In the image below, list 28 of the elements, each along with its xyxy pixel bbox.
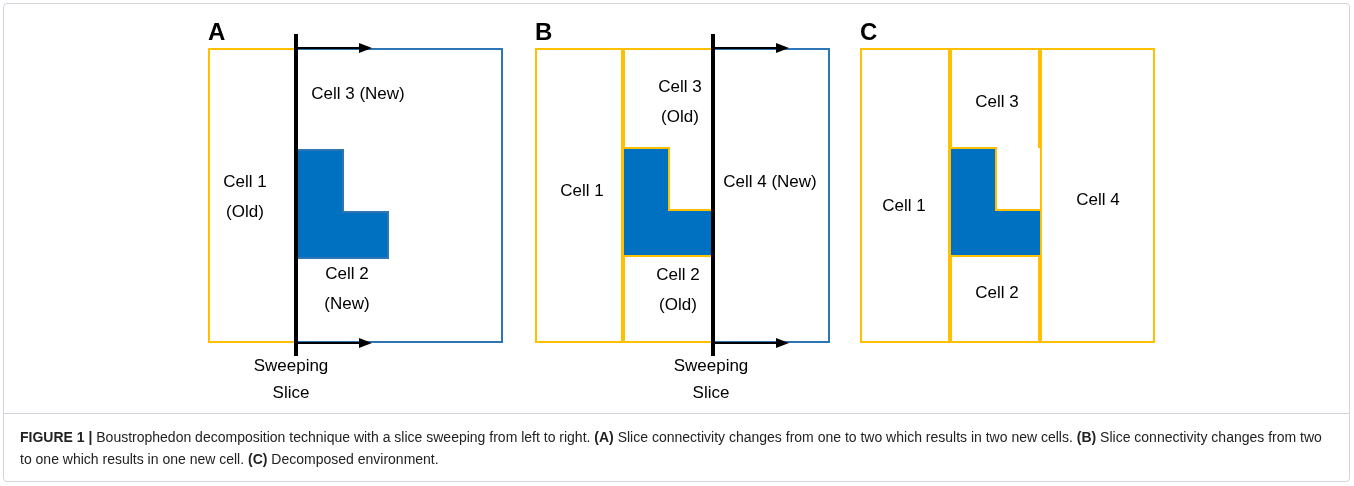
cell-label: Cell 4 — [1076, 189, 1120, 211]
cell-label: Cell 2 (New) — [323, 263, 371, 315]
panel-letter: A — [208, 18, 226, 46]
cell-label: Cell 2 (Old) — [655, 264, 701, 316]
cell-label: Cell 1 (Old) — [222, 171, 268, 223]
obstacle-shape — [949, 147, 1042, 257]
figure-caption: FIGURE 1 | Boustrophedon decomposition technique with a slice sweeping from left to right. (A) Slice connectivity changes from one to two which results in two new cells. (B) Slice connectivity changes from two to one which results in one new cell. (C) Decomposed environment. — [20, 428, 1323, 469]
cell-region — [950, 256, 1040, 343]
cell-region — [1040, 48, 1155, 343]
cell-region — [950, 48, 1040, 148]
panel-letter: C — [860, 18, 878, 46]
cell-region — [535, 48, 623, 343]
cell-region — [623, 256, 713, 343]
cell-label: Cell 3 — [975, 91, 1019, 113]
cell-label: Cell 3 (New) — [311, 83, 405, 105]
panel-letter: B — [535, 18, 553, 46]
slice-label: Sweeping Slice — [672, 355, 750, 404]
cell-label: Cell 4 (New) — [723, 171, 817, 193]
cell-region — [623, 48, 713, 148]
obstacle-shape — [296, 149, 389, 259]
cell-label: Cell 1 — [882, 195, 926, 217]
cell-region — [208, 48, 296, 343]
slice-label: Sweeping Slice — [252, 355, 330, 404]
cell-label: Cell 1 — [560, 180, 604, 202]
cell-region — [296, 48, 503, 343]
cell-label: Cell 3 (Old) — [657, 76, 703, 128]
cell-label: Cell 2 — [975, 282, 1019, 304]
cell-region — [860, 48, 950, 343]
